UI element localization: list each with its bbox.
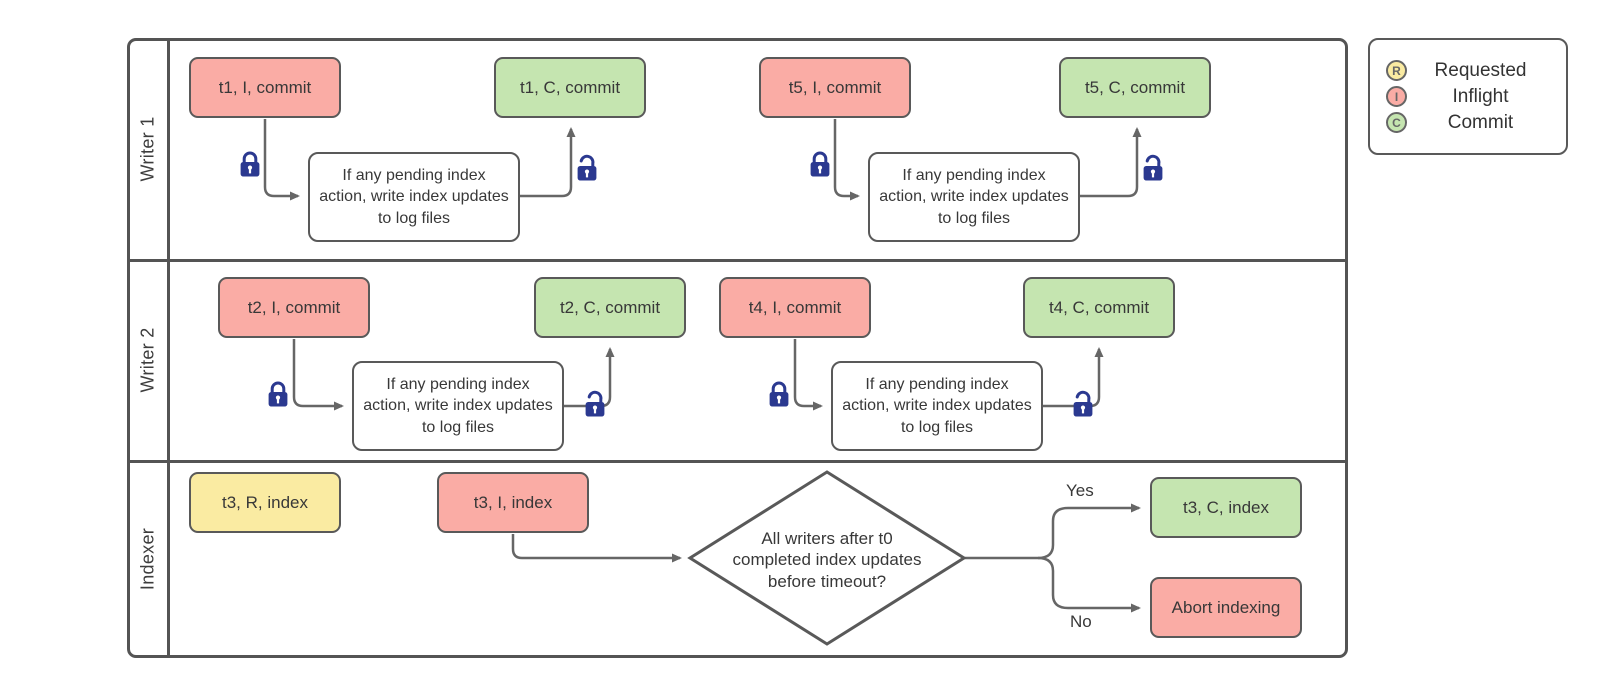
no-label: No [1070,612,1092,631]
node-t2-commit: t2, C, commit [534,277,686,338]
process-note-writer2-b: If any pending index action, write index… [831,361,1043,451]
inflight-badge-icon: I [1386,86,1407,107]
lane-label-indexer: Indexer [137,527,158,591]
node-abort-indexing: Abort indexing [1150,577,1302,638]
process-note-writer1-a: If any pending index action, write index… [308,152,520,242]
node-t4-inflight: t4, I, commit [719,277,871,338]
requested-badge-icon: R [1386,60,1407,81]
lane-divider-2 [127,460,1348,463]
node-t3-commit: t3, C, index [1150,477,1302,538]
node-t5-inflight: t5, I, commit [759,57,911,118]
legend-item-requested: R Requested [1386,60,1554,82]
legend-label: Requested [1434,59,1527,81]
decision-label: All writers after t0 completed index upd… [732,529,922,591]
legend: R Requested I Inflight C Commit [1368,38,1568,155]
lane-header-divider [167,38,170,658]
node-t1-inflight: t1, I, commit [189,57,341,118]
legend-item-commit: C Commit [1386,112,1554,134]
yes-label: Yes [1066,481,1094,500]
legend-label: Commit [1447,111,1514,133]
lane-label-writer2: Writer 2 [137,327,158,393]
node-t3-inflight: t3, I, index [437,472,589,533]
lane-label-writer1: Writer 1 [137,116,158,182]
process-note-writer1-b: If any pending index action, write index… [868,152,1080,242]
node-t4-commit: t4, C, commit [1023,277,1175,338]
node-t3-requested: t3, R, index [189,472,341,533]
node-t2-inflight: t2, I, commit [218,277,370,338]
commit-badge-icon: C [1386,112,1407,133]
lane-divider-1 [127,259,1348,262]
legend-item-inflight: I Inflight [1386,86,1554,108]
node-t5-commit: t5, C, commit [1059,57,1211,118]
process-note-writer2-a: If any pending index action, write index… [352,361,564,451]
node-t1-commit: t1, C, commit [494,57,646,118]
legend-label: Inflight [1452,85,1509,107]
